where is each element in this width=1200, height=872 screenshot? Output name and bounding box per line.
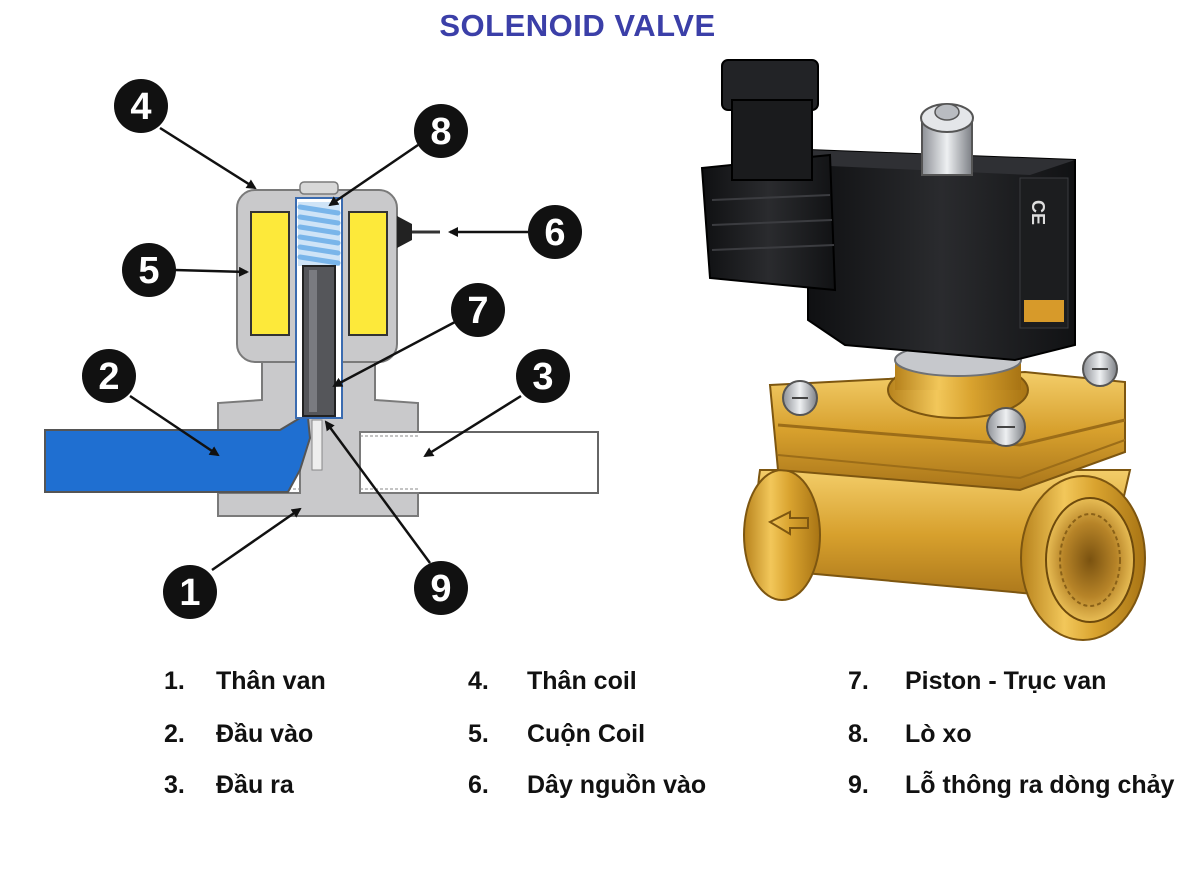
legend-number: 3. (164, 771, 185, 799)
callout-badge-7 (451, 283, 505, 337)
legend-item-9: 9. Lỗ thông ra dòng chảy (848, 771, 1174, 800)
spring-coil (297, 234, 341, 246)
spring-coil (297, 204, 341, 216)
cover-screws (782, 351, 1118, 447)
callout-badge-1 (163, 565, 217, 619)
callout-badge-9 (414, 561, 468, 615)
legend-item-1: 1. Thân van (164, 667, 326, 696)
valve-photo: CE (700, 59, 1146, 641)
callout-arrow-5 (174, 266, 249, 277)
legend-text: Đầu ra (216, 771, 294, 799)
legend-item-7: 7. Piston - Trục van (848, 667, 1106, 696)
power-connector (397, 216, 440, 248)
callout-arrow-7 (332, 320, 456, 388)
legend-text: Đầu vào (216, 720, 314, 748)
spring-coil (297, 244, 341, 256)
callout-badge-5 (122, 243, 176, 297)
brass-cover (768, 343, 1126, 492)
callout-arrow-9 (324, 420, 432, 564)
callout-badges: 1 2 3 4 5 6 7 8 9 (82, 79, 582, 619)
legend-number: 4. (468, 667, 489, 695)
legend-text: Lò xo (905, 720, 972, 748)
callout-badge-8 (414, 104, 468, 158)
legend-text: Thân van (216, 667, 326, 695)
ce-mark-icon: CE (1028, 200, 1048, 225)
piston (302, 265, 336, 417)
legend-number: 2. (164, 720, 185, 748)
din-connector (700, 59, 837, 292)
callout-badge-4 (114, 79, 168, 133)
coil-winding (250, 211, 388, 336)
legend-item-3: 3. Đầu ra (164, 771, 294, 800)
legend-item-8: 8. Lò xo (848, 720, 972, 749)
legend-number: 9. (848, 771, 869, 799)
callout-number-7: 7 (467, 290, 488, 332)
svg-text:CE: CE (1028, 200, 1048, 225)
legend-number: 6. (468, 771, 489, 799)
spring-coil (297, 254, 341, 266)
legend-item-4: 4. Thân coil (468, 667, 637, 696)
legend-text: Piston - Trục van (905, 667, 1107, 695)
brass-body (743, 469, 1146, 641)
callout-number-3: 3 (532, 356, 553, 398)
callout-number-8: 8 (430, 111, 451, 153)
legend-item-2: 2. Đầu vào (164, 720, 313, 749)
callout-arrow-4 (159, 126, 257, 190)
legend-text: Lỗ thông ra dòng chảy (905, 771, 1175, 799)
legend-number: 5. (468, 720, 489, 748)
coil-actuator: CE (807, 148, 1076, 362)
spring-coil (297, 214, 341, 226)
callout-number-9: 9 (430, 568, 451, 610)
legend-item-5: 5. Cuộn Coil (468, 720, 645, 749)
callout-badge-2 (82, 349, 136, 403)
callout-number-6: 6 (544, 212, 565, 254)
legend-number: 8. (848, 720, 869, 748)
callout-number-2: 2 (98, 356, 119, 398)
legend-text: Thân coil (527, 667, 637, 695)
spring (297, 202, 341, 266)
cutaway-diagram (44, 181, 599, 517)
legend-text: Dây nguồn vào (527, 771, 707, 799)
callout-badge-3 (516, 349, 570, 403)
outlet-pipe (319, 431, 599, 494)
inlet-pipe (44, 417, 312, 493)
legend-text: Cuộn Coil (527, 720, 646, 748)
callout-arrow-1 (211, 507, 302, 572)
flow-arrow-icon (767, 510, 809, 536)
top-nut (920, 103, 974, 176)
diagram-title: SOLENOID VALVE (439, 8, 716, 43)
callout-badge-6 (528, 205, 582, 259)
legend-item-6: 6. Dây nguồn vào (468, 771, 706, 800)
legend-number: 7. (848, 667, 869, 695)
callout-number-4: 4 (130, 86, 151, 128)
callout-arrow-3 (423, 394, 522, 458)
callout-arrow-2 (129, 394, 220, 457)
callout-number-1: 1 (179, 572, 200, 614)
callout-number-5: 5 (138, 250, 159, 292)
callout-arrow-8 (328, 143, 419, 207)
legend-number: 1. (164, 667, 185, 695)
spring-coil (297, 224, 341, 236)
callout-arrows (129, 126, 528, 572)
